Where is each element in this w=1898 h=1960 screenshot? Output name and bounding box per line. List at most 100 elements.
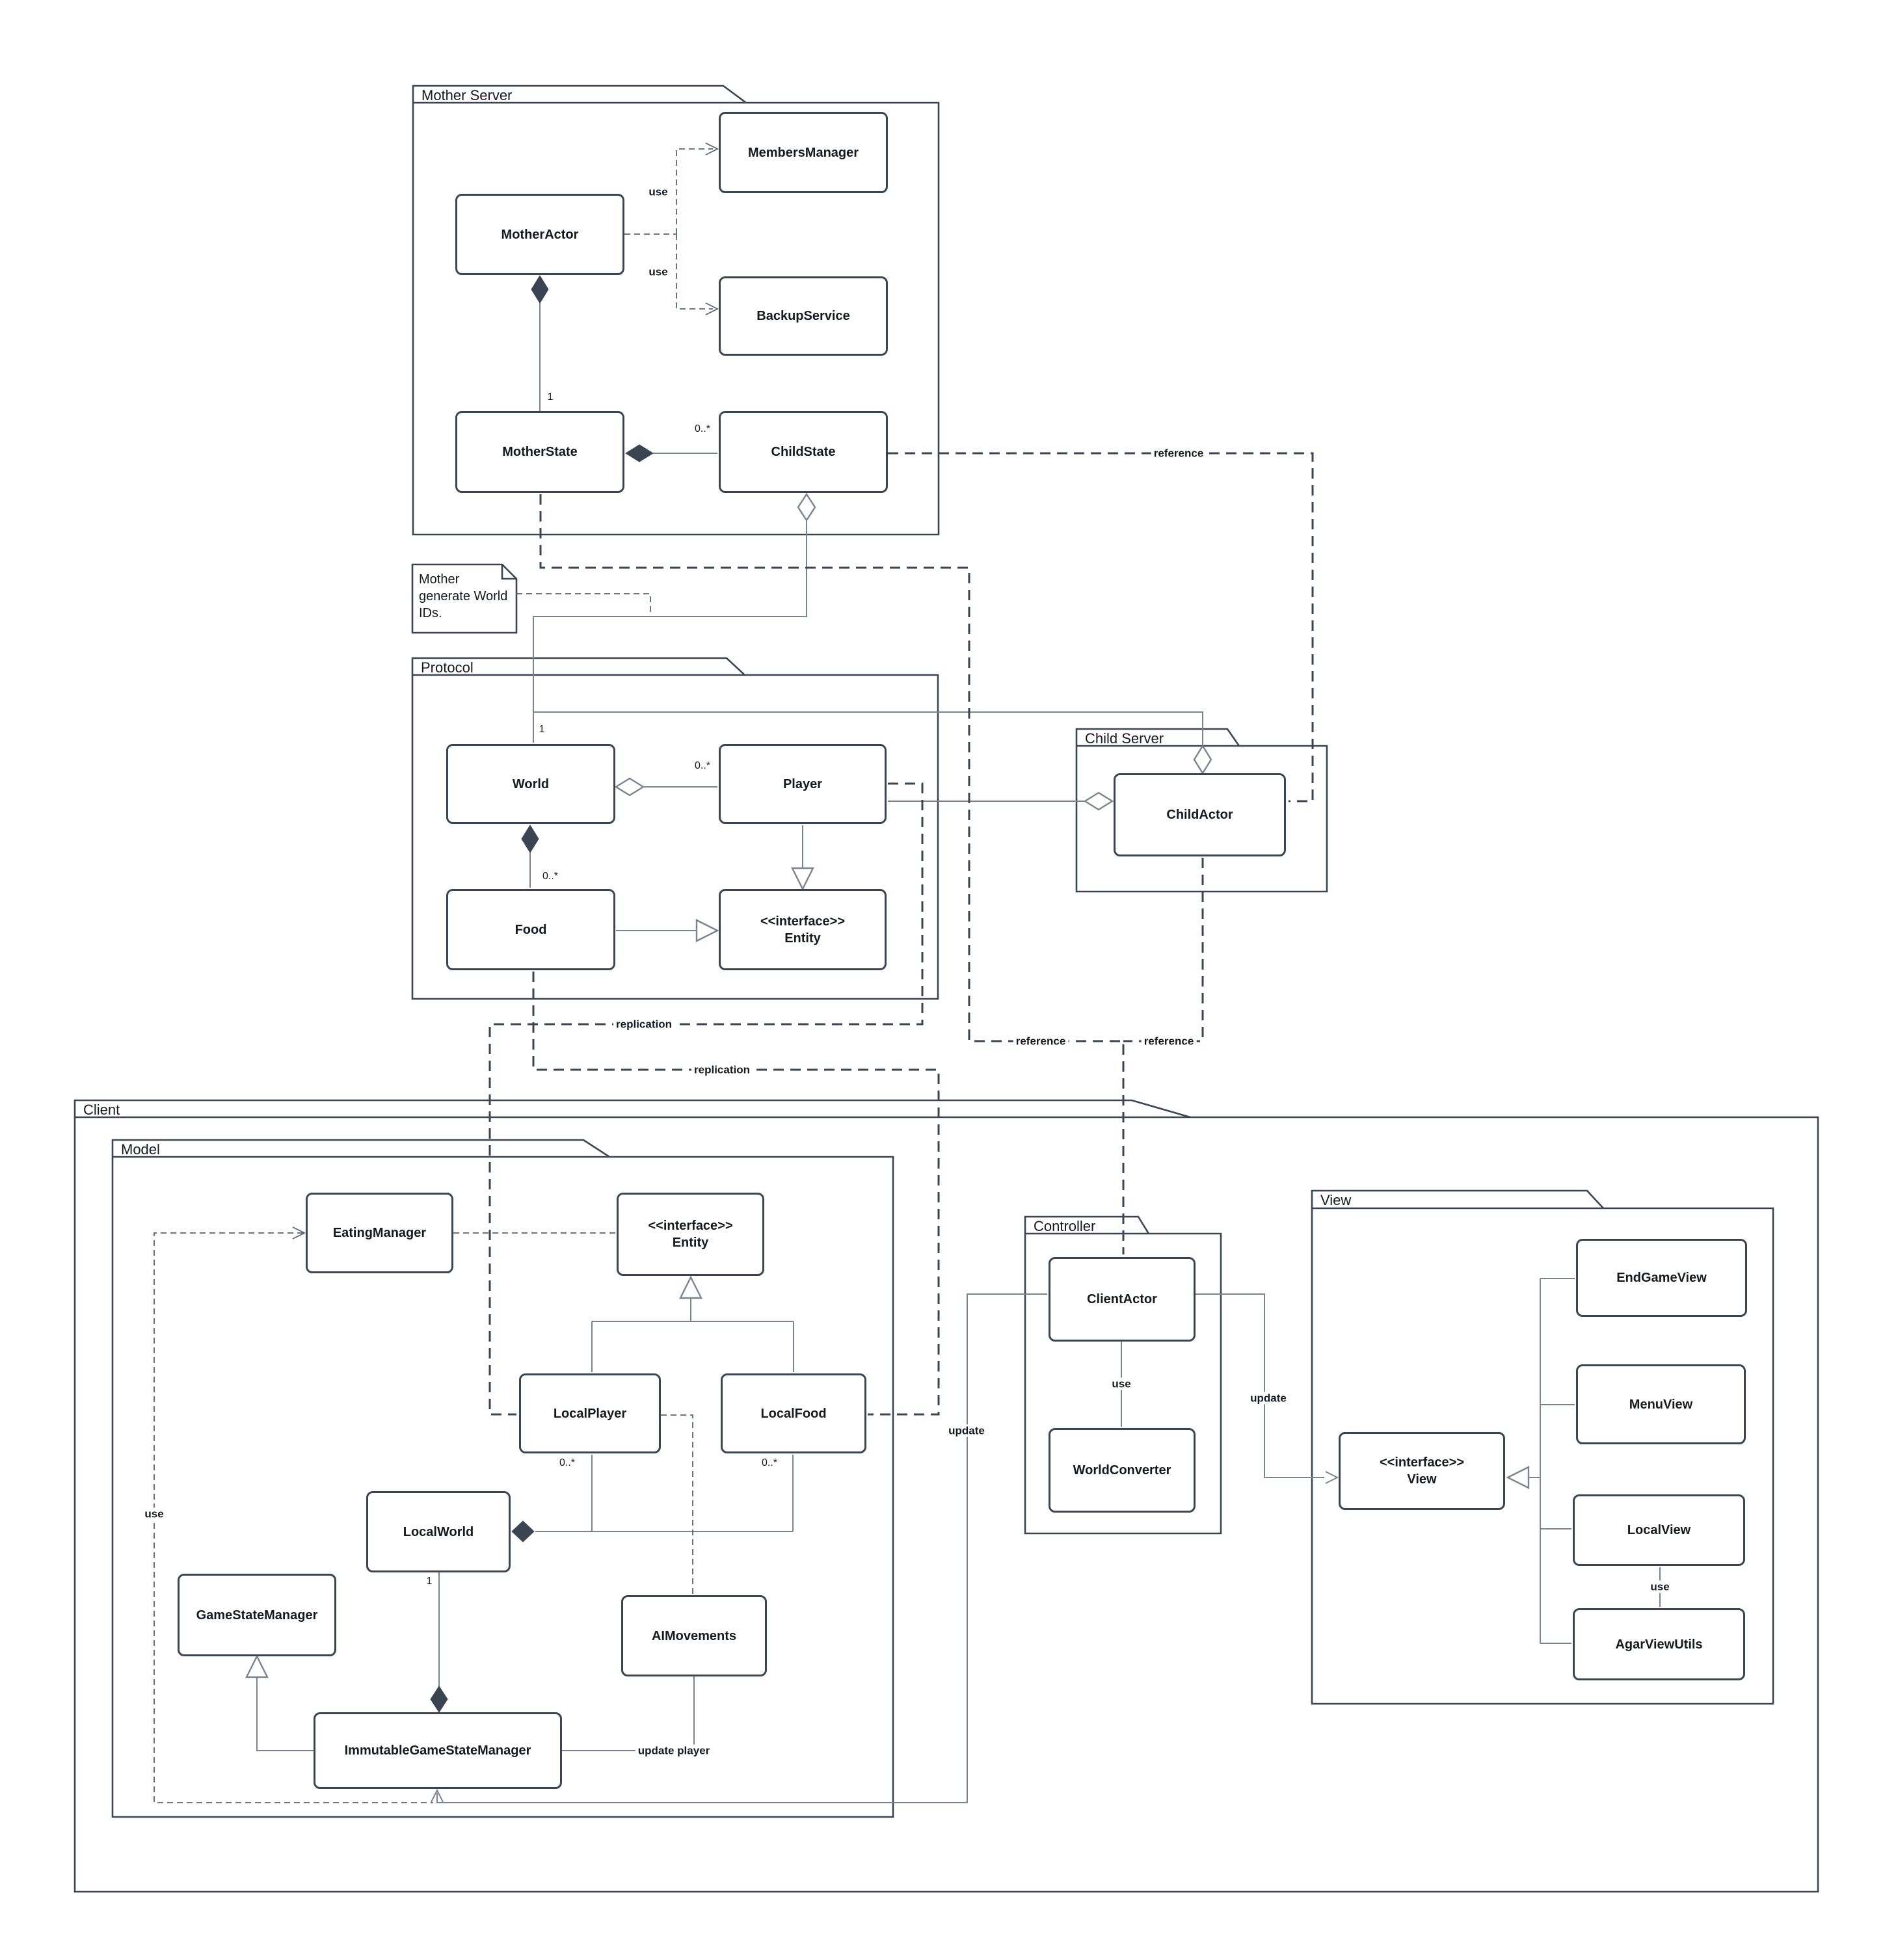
package-label-view: View	[1320, 1192, 1352, 1208]
edge-label-reference-childactor: reference	[1141, 1035, 1197, 1048]
edge-view-realizations	[1529, 1278, 1575, 1644]
package-view[interactable]	[1311, 1189, 1774, 1705]
class-child-actor[interactable]: ChildActor	[1114, 773, 1286, 856]
diamond-childactor-top-aggregation	[1193, 744, 1212, 775]
diamond-localworld-composition	[511, 1520, 535, 1543]
triangle-gamestatemanager-bottom	[245, 1654, 269, 1678]
edge-food-localfood-replication	[532, 972, 940, 1416]
class-entity-client[interactable]: <<interface>> Entity	[617, 1193, 764, 1276]
stereotype-label: <<interface>>	[760, 914, 846, 929]
diamond-igsm-top-composition	[430, 1686, 448, 1713]
edge-localplayer-localfood-localworld	[535, 1455, 794, 1532]
edge-label-update-gamestate: update	[946, 1424, 987, 1437]
edge-childactor-clientactor-reference	[1123, 858, 1204, 1042]
note-mother-generates-world-ids[interactable]: Mother generate World IDs.	[419, 572, 508, 620]
diamond-motheractor-composition	[531, 275, 549, 304]
package-label-controller: Controller	[1034, 1218, 1096, 1234]
package-label-protocol: Protocol	[421, 659, 474, 676]
triangle-entity-protocol-left	[695, 919, 719, 942]
diamond-world-right-aggregation	[614, 777, 645, 797]
class-backup-service[interactable]: BackupService	[719, 276, 888, 356]
diamond-motherstate-composition	[625, 444, 654, 462]
edge-clientactor-igsm-update	[436, 1293, 1047, 1803]
class-immutable-game-state-manager[interactable]: ImmutableGameStateManager	[314, 1712, 562, 1789]
class-agar-view-utils[interactable]: AgarViewUtils	[1573, 1608, 1745, 1680]
edge-localplayer-localfood-entity	[591, 1298, 794, 1372]
class-mother-actor[interactable]: MotherActor	[455, 194, 624, 275]
stereotype-label: <<interface>>	[1379, 1455, 1465, 1470]
package-model[interactable]	[111, 1139, 894, 1818]
edge-aimovements-igsm	[562, 1676, 695, 1751]
edge-label-replication-player: replication	[613, 1018, 675, 1031]
class-game-state-manager[interactable]: GameStateManager	[178, 1574, 336, 1656]
mult-motherstate-1: 1	[546, 391, 555, 403]
class-player[interactable]: Player	[719, 744, 887, 824]
edge-label-use-worldconverter: use	[1109, 1377, 1134, 1390]
class-client-actor[interactable]: ClientActor	[1049, 1257, 1196, 1342]
arrow-into-backupservice	[705, 302, 719, 315]
edge-childstate-world	[533, 520, 807, 743]
mult-player-0n: 0..*	[693, 760, 712, 772]
class-local-player[interactable]: LocalPlayer	[519, 1373, 661, 1453]
edge-world-childactor	[533, 711, 1203, 746]
triangle-view-interface-right	[1506, 1466, 1530, 1489]
class-eating-manager[interactable]: EatingManager	[306, 1193, 453, 1273]
edge-motherstate-clientactor-reference	[539, 494, 1125, 1254]
note-fold	[501, 564, 516, 580]
mult-childstate-0n: 0..*	[693, 423, 712, 435]
note-shape[interactable]	[411, 563, 518, 634]
stereotype-label: <<interface>>	[648, 1219, 733, 1233]
diamond-world-food-composition	[521, 825, 539, 853]
class-ai-movements[interactable]: AIMovements	[621, 1595, 767, 1676]
edge-player-localplayer-replication	[488, 782, 924, 1416]
edge-label-reference-mother: reference	[1013, 1035, 1069, 1048]
class-local-food[interactable]: LocalFood	[721, 1373, 866, 1453]
class-members-manager[interactable]: MembersManager	[719, 112, 888, 193]
edge-label-use-backup: use	[646, 265, 671, 278]
class-world-converter[interactable]: WorldConverter	[1049, 1428, 1196, 1513]
edge-note-attachment	[516, 593, 651, 615]
package-label-client: Client	[83, 1102, 120, 1118]
class-local-world[interactable]: LocalWorld	[366, 1491, 511, 1572]
diamond-childactor-left-aggregation	[1083, 791, 1114, 811]
edge-childstate-childactor-reference	[888, 452, 1314, 802]
arrow-into-membersmanager	[705, 142, 719, 155]
edge-label-update-player: update player	[635, 1744, 713, 1757]
class-child-state[interactable]: ChildState	[719, 411, 888, 493]
edge-igsm-gamestatemanager	[256, 1677, 314, 1751]
edge-label-replication-food: replication	[691, 1063, 753, 1076]
edge-label-use-members: use	[646, 185, 671, 198]
arrow-into-view-interface	[1325, 1471, 1339, 1484]
package-controller[interactable]	[1024, 1215, 1222, 1535]
package-protocol[interactable]	[411, 657, 939, 1000]
edge-label-reference-childstate: reference	[1151, 447, 1207, 460]
mult-localworld-1: 1	[425, 1576, 434, 1587]
class-end-game-view[interactable]: EndGameView	[1576, 1239, 1747, 1317]
package-label-mother-server: Mother Server	[421, 87, 513, 103]
diamond-childstate-bottom-aggregation	[797, 492, 816, 522]
package-client[interactable]	[74, 1099, 1819, 1893]
class-mother-state[interactable]: MotherState	[455, 411, 624, 493]
triangle-entity-protocol-top	[791, 867, 814, 891]
mult-food-0n: 0..*	[541, 871, 560, 882]
mult-localfood-0n: 0..*	[760, 1457, 779, 1469]
edge-label-use-eating: use	[142, 1507, 167, 1520]
edge-label-use-agar: use	[1648, 1580, 1672, 1593]
class-menu-view[interactable]: MenuView	[1576, 1364, 1746, 1444]
package-label-model: Model	[121, 1141, 160, 1158]
class-local-view[interactable]: LocalView	[1573, 1494, 1745, 1566]
class-food[interactable]: Food	[446, 889, 615, 970]
package-mother-server[interactable]	[412, 85, 940, 536]
arrow-into-eatingmanager	[292, 1226, 306, 1239]
edge-aimovements-localplayer	[661, 1414, 693, 1594]
class-entity-protocol[interactable]: <<interface>> Entity	[719, 889, 887, 970]
triangle-entity-client-bottom	[679, 1275, 702, 1299]
edge-clientactor-view-update	[1196, 1293, 1324, 1478]
class-world[interactable]: World	[446, 744, 615, 824]
package-child-server[interactable]	[1075, 728, 1328, 893]
mult-world-1: 1	[537, 724, 546, 735]
class-view-interface[interactable]: <<interface>> View	[1339, 1432, 1505, 1510]
edge-motheractor-membersmanager-use	[624, 148, 713, 310]
